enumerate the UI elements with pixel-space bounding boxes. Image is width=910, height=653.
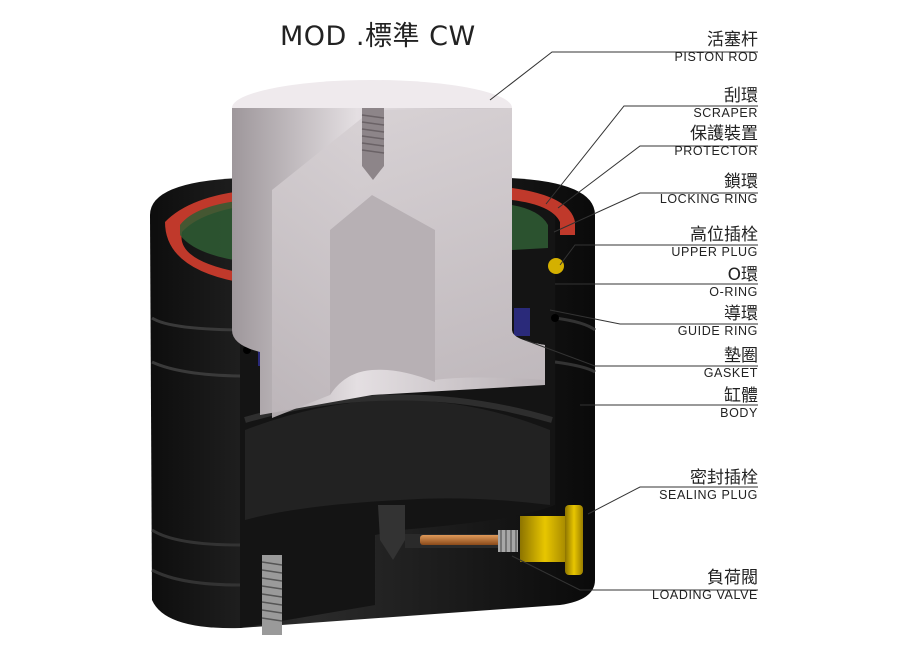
label-locking-ring: 鎖環 LOCKING RING <box>660 172 758 207</box>
label-en: GUIDE RING <box>677 324 758 338</box>
label-zh: 墊圈 <box>724 346 758 366</box>
label-gasket: 墊圈 GASKET <box>704 346 758 381</box>
diagram-title: MOD .標準 CW <box>280 21 476 52</box>
label-protector: 保護裝置 PROTECTOR <box>674 124 758 159</box>
label-zh: 活塞杆 <box>707 30 758 50</box>
bottom-thread <box>261 555 283 635</box>
label-en: BODY <box>720 406 758 420</box>
label-en: PROTECTOR <box>674 144 758 158</box>
label-zh: 保護裝置 <box>690 124 758 144</box>
label-zh: 負荷閥 <box>707 568 758 588</box>
scraper-part <box>165 188 575 282</box>
label-en: O-RING <box>709 285 758 299</box>
label-zh: 導環 <box>724 304 758 324</box>
label-o-ring: O環 O-RING <box>709 265 758 300</box>
label-zh: 刮環 <box>724 86 758 106</box>
label-loading-valve: 負荷閥 LOADING VALVE <box>652 568 758 603</box>
label-body: 缸體 BODY <box>720 386 758 421</box>
label-zh: O環 <box>727 265 758 285</box>
label-en: PISTON ROD <box>674 50 758 64</box>
label-zh: 鎖環 <box>724 172 758 192</box>
protector-part <box>180 200 548 262</box>
label-en: GASKET <box>703 366 758 380</box>
label-zh: 高位插栓 <box>690 225 758 245</box>
label-piston-rod: 活塞杆 PISTON ROD <box>674 30 758 65</box>
label-guide-ring: 導環 GUIDE RING <box>678 304 758 339</box>
label-en: LOCKING RING <box>659 192 758 206</box>
label-en: SCRAPER <box>693 106 758 120</box>
label-en: LOADING VALVE <box>652 588 758 602</box>
leader-lines <box>489 51 758 591</box>
sealing-plug-part <box>520 505 583 575</box>
label-en: SEALING PLUG <box>659 488 758 502</box>
loading-valve-part <box>378 505 518 560</box>
label-sealing-plug: 密封插栓 SEALING PLUG <box>659 468 758 503</box>
label-upper-plug: 高位插栓 UPPER PLUG <box>671 225 758 260</box>
label-zh: 密封插栓 <box>690 468 758 488</box>
label-zh: 缸體 <box>724 386 758 406</box>
label-scraper: 刮環 SCRAPER <box>693 86 758 121</box>
label-en: UPPER PLUG <box>671 245 758 259</box>
piston-rod-part <box>232 80 545 418</box>
